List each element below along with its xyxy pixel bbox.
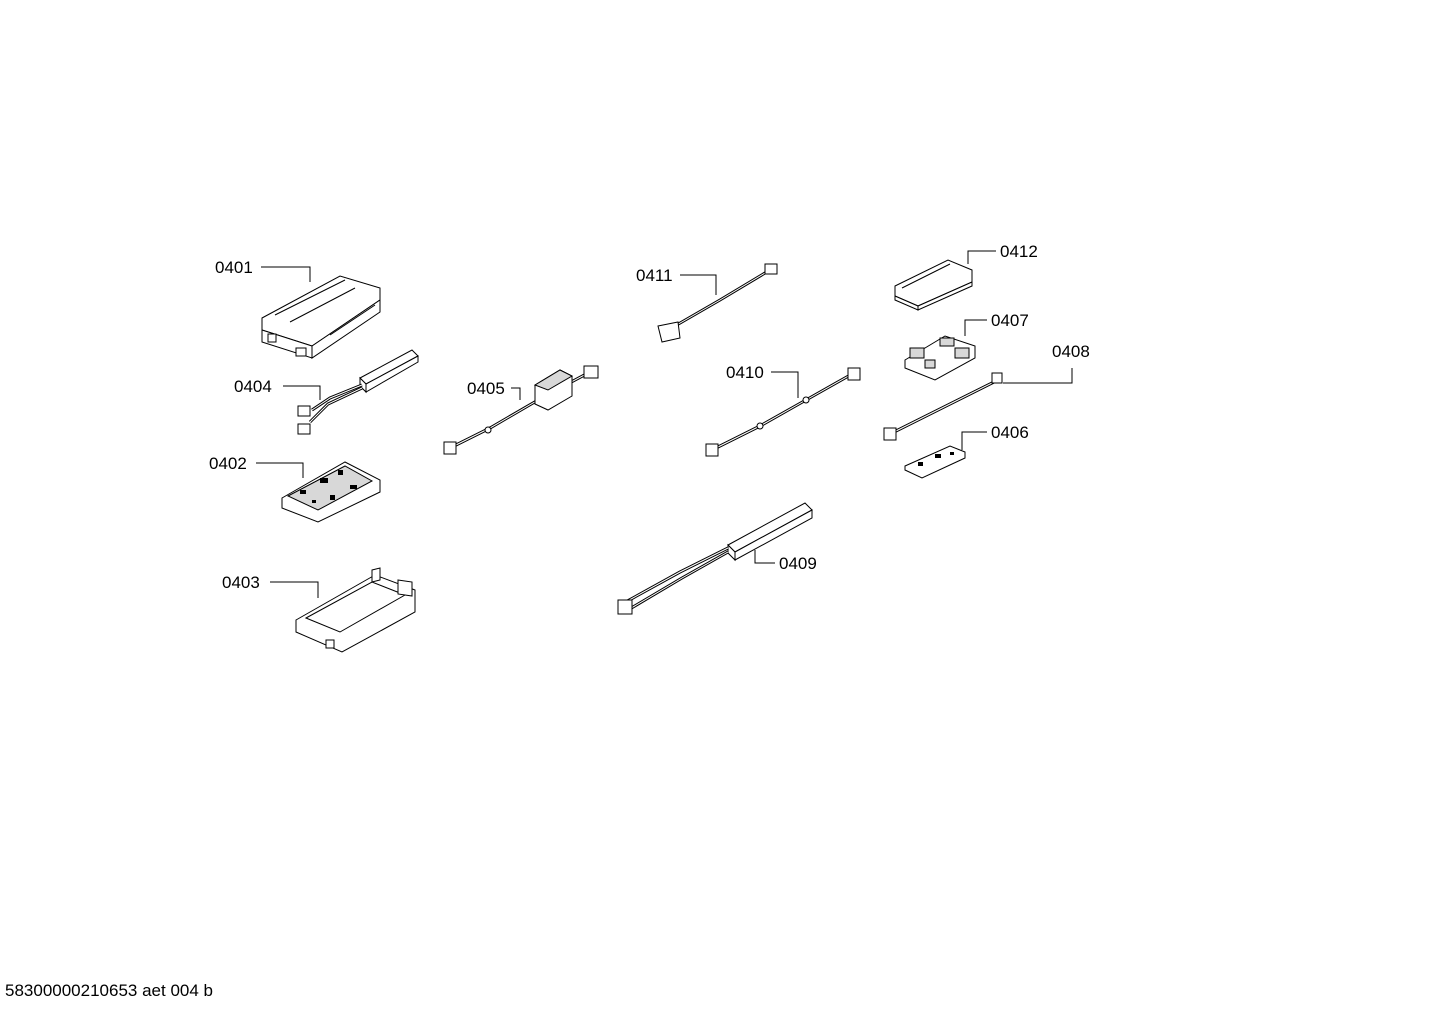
part-0412-box bbox=[894, 259, 973, 311]
part-0401-module-housing bbox=[261, 275, 381, 359]
callout-0404: 0404 bbox=[234, 377, 272, 396]
leader-0402 bbox=[256, 462, 304, 478]
part-0409-harness bbox=[617, 502, 813, 615]
part-0410-cable bbox=[705, 367, 861, 457]
callout-0408: 0408 bbox=[1052, 342, 1090, 361]
leader-0411 bbox=[680, 274, 717, 295]
leader-0408 bbox=[1003, 368, 1073, 384]
part-0408-cable bbox=[883, 372, 1003, 441]
callout-0403: 0403 bbox=[222, 573, 260, 592]
callout-0405: 0405 bbox=[467, 379, 505, 398]
leader-0401 bbox=[261, 266, 311, 282]
leader-0407 bbox=[964, 319, 987, 336]
leader-0405 bbox=[511, 387, 521, 400]
part-0406-small-board bbox=[904, 445, 966, 479]
part-0402-circuit-board bbox=[281, 461, 381, 523]
leader-0410 bbox=[771, 371, 799, 398]
leader-0404 bbox=[283, 385, 321, 400]
drawing-reference: 58300000210653 aet 004 b bbox=[5, 981, 213, 1000]
part-0405-ferrite-harness bbox=[443, 365, 599, 455]
callout-0410: 0410 bbox=[726, 363, 764, 382]
callout-0411: 0411 bbox=[636, 266, 673, 285]
callout-0406: 0406 bbox=[991, 423, 1029, 442]
leader-0412 bbox=[967, 250, 996, 264]
callout-0412: 0412 bbox=[1000, 242, 1038, 261]
callout-0407: 0407 bbox=[991, 311, 1029, 330]
callout-0402: 0402 bbox=[209, 454, 247, 473]
part-0407-connector-board bbox=[904, 335, 976, 381]
part-0404-harness bbox=[297, 349, 419, 435]
callout-0409: 0409 bbox=[779, 554, 817, 573]
leader-0406 bbox=[961, 431, 987, 450]
part-0411-cable bbox=[657, 263, 778, 343]
part-0403-tray bbox=[295, 567, 416, 653]
leader-0403 bbox=[270, 581, 319, 598]
leader-0409 bbox=[754, 550, 775, 564]
callout-0401: 0401 bbox=[215, 258, 253, 277]
